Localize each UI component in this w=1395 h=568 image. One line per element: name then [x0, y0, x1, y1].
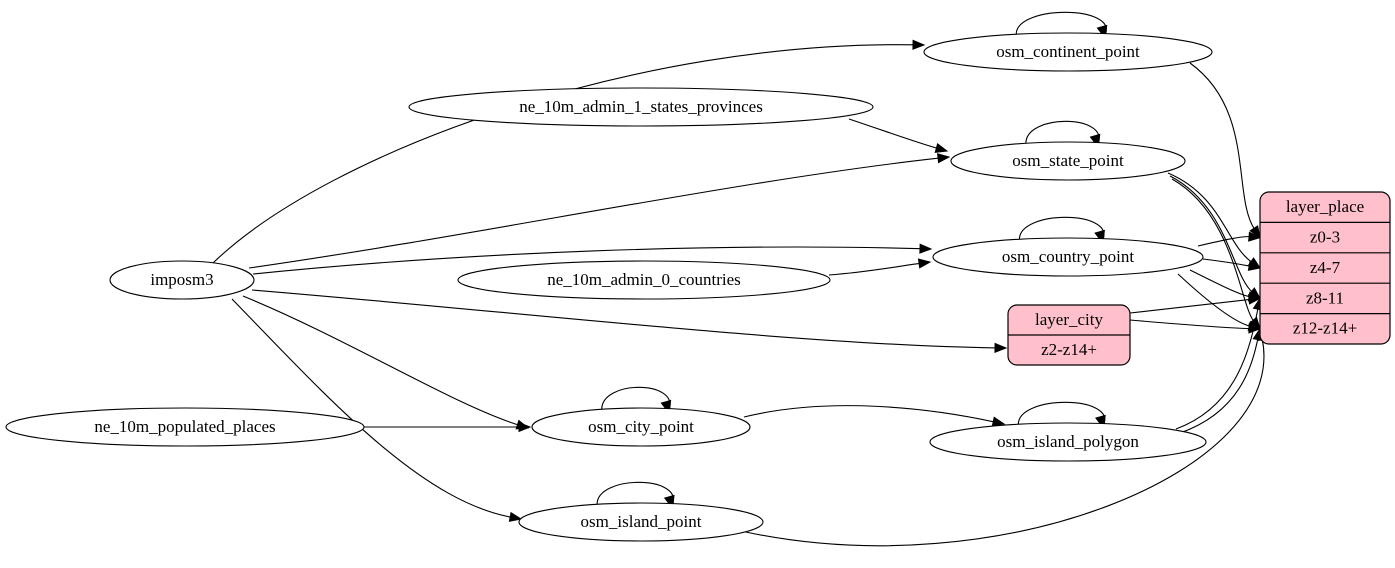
- node-osm_country_point[interactable]: osm_country_point: [932, 237, 1204, 277]
- record-body-layer_place: [1259, 191, 1391, 345]
- nodes-layer: imposm3 ne_10m_admin_1_states_provincesne…: [5, 32, 1213, 542]
- node-ne_10m_populated_places[interactable]: ne_10m_populated_places: [5, 407, 365, 447]
- edge-imposm3-to-layer_city: [251, 289, 1008, 353]
- record-row-layer_place-z12[interactable]: z12-z14+: [1293, 319, 1357, 338]
- record-row-layer_place-z8_11[interactable]: z8-11: [1306, 288, 1344, 307]
- edge-osm_city_point-to-osm_island_polygon: [743, 405, 1006, 427]
- node-label-osm_island_point: osm_island_point: [581, 512, 702, 531]
- node-label-osm_state_point: osm_state_point: [1012, 151, 1124, 170]
- node-osm_city_point[interactable]: osm_city_point: [531, 407, 751, 447]
- node-osm_island_point[interactable]: osm_island_point: [518, 502, 764, 542]
- node-shape-osm_country_point: [932, 237, 1204, 277]
- edge-imposm3-to-osm_country_point: [252, 243, 933, 275]
- edge-osm_country_point-to-layer_place-z4_7: [1202, 258, 1262, 271]
- edge-imposm3-to-osm_continent_point: [212, 39, 926, 264]
- node-shape-ne_10m_populated_places: [5, 407, 365, 447]
- edge-osm_continent_point-to-layer_place-z0_3: [1189, 62, 1261, 239]
- node-osm_state_point[interactable]: osm_state_point: [950, 141, 1186, 181]
- node-imposm3[interactable]: imposm3: [109, 260, 255, 300]
- records-layer: layer_place z0-3 z4-7 z8-11 z12-z14+ layer_ci…: [1007, 191, 1391, 366]
- edge-states_provinces-to-osm_state_point: [848, 118, 949, 153]
- record-row-layer_city-header[interactable]: layer_city: [1035, 310, 1103, 329]
- node-label-ne_10m_admin_1_states_provinces: ne_10m_admin_1_states_provinces: [519, 97, 763, 116]
- node-label-imposm3: imposm3: [150, 270, 213, 289]
- node-shape-osm_state_point: [950, 141, 1186, 181]
- node-label-osm_continent_point: osm_continent_point: [996, 42, 1140, 61]
- node-shape-osm_island_point: [518, 502, 764, 542]
- node-shape-osm_continent_point: [923, 32, 1213, 72]
- edge-populated_places-to-osm_city_point: [364, 421, 532, 433]
- record-row-layer_city-z2[interactable]: z2-z14+: [1041, 340, 1097, 359]
- node-shape-osm_city_point: [531, 407, 751, 447]
- node-shape-imposm3: [109, 260, 255, 300]
- edge-layer_city-to-layer_place-z8_11: [1129, 294, 1262, 314]
- node-ne_10m_admin_1_states_provinces[interactable]: ne_10m_admin_1_states_provinces: [408, 87, 874, 127]
- node-shape-ne_10m_admin_1_states_provinces: [408, 87, 874, 127]
- record-row-layer_place-header[interactable]: layer_place: [1286, 197, 1364, 216]
- record-row-layer_place-z4_7[interactable]: z4-7: [1310, 258, 1341, 277]
- record-layer_city[interactable]: layer_city z2-z14+: [1007, 304, 1131, 366]
- edge-osm_island_polygon-to-layer_place-z8_11: [1175, 297, 1263, 430]
- edge-osm_country_point-to-layer_place-z0_3: [1197, 231, 1262, 247]
- record-row-layer_place-z0_3[interactable]: z0-3: [1310, 228, 1340, 247]
- node-label-osm_country_point: osm_country_point: [1002, 247, 1134, 266]
- node-label-ne_10m_admin_0_countries: ne_10m_admin_0_countries: [547, 270, 741, 289]
- edge-imposm3-to-osm_city_point: [242, 295, 530, 430]
- node-label-osm_city_point: osm_city_point: [588, 417, 694, 436]
- node-osm_island_polygon[interactable]: osm_island_polygon: [929, 422, 1207, 462]
- edge-imposm3-to-osm_state_point: [248, 153, 951, 269]
- node-label-ne_10m_populated_places: ne_10m_populated_places: [94, 417, 275, 436]
- edge-imposm3-to-osm_island_point: [231, 298, 523, 522]
- node-ne_10m_admin_0_countries[interactable]: ne_10m_admin_0_countries: [457, 260, 831, 300]
- node-shape-osm_island_polygon: [929, 422, 1207, 462]
- record-layer_place[interactable]: layer_place z0-3 z4-7 z8-11 z12-z14+: [1259, 191, 1391, 345]
- node-shape-ne_10m_admin_0_countries: [457, 260, 831, 300]
- edge-osm_country_point-to-layer_place-z12: [1177, 273, 1262, 331]
- node-osm_continent_point[interactable]: osm_continent_point: [923, 32, 1213, 72]
- node-label-osm_island_polygon: osm_island_polygon: [997, 432, 1139, 451]
- edges-layer: [212, 11, 1268, 547]
- edge-admin_0_countries-to-osm_country_point: [828, 258, 932, 276]
